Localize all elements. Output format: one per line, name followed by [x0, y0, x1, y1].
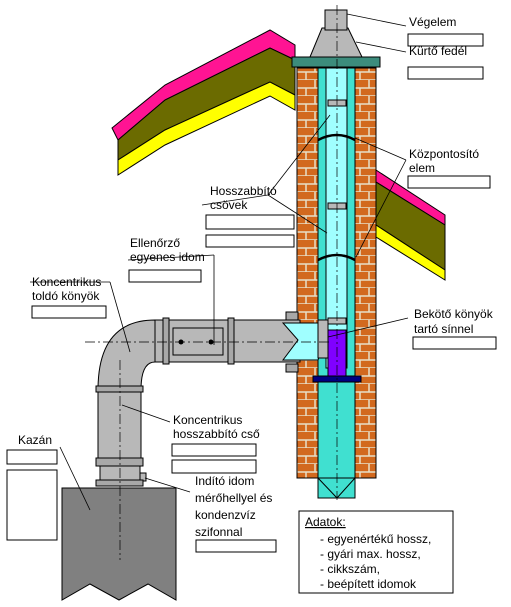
- label-hosszabbito-2: csövek: [210, 198, 248, 212]
- info-title: Adatok:: [305, 515, 346, 529]
- answer-box-konc-toldo[interactable]: [31, 305, 107, 319]
- labels: Végelem Kürtő fedél Központosító elem Ho…: [6, 15, 497, 553]
- flue-pipe-system: [95, 311, 362, 487]
- leader-lines: [30, 13, 409, 511]
- info-box: Adatok: - egyenértékű hossz, - gyári max…: [298, 510, 454, 594]
- answer-box-indito[interactable]: [195, 539, 277, 553]
- label-indito-1: Indító idom: [195, 474, 254, 488]
- roof-left: [111, 29, 296, 176]
- info-item: - cikkszám,: [320, 562, 380, 576]
- label-bekoto-1: Bekötő könyök: [414, 307, 494, 321]
- answer-box-hosszabbito-2[interactable]: [205, 234, 295, 248]
- label-hosszabbito-1: Hosszabbító: [210, 184, 277, 198]
- label-ellenorzo-1: Ellenőrző: [130, 236, 180, 250]
- answer-box-vegelem[interactable]: [407, 33, 484, 47]
- answer-box-kazan-2[interactable]: [6, 469, 58, 541]
- answer-box-kurto-fedel[interactable]: [407, 66, 484, 80]
- answer-box-bekoto[interactable]: [412, 336, 497, 350]
- chimney-cap: [291, 56, 381, 68]
- label-kazan: Kazán: [18, 433, 52, 447]
- info-item: - gyári max. hossz,: [320, 547, 421, 561]
- label-kurto-fedel: Kürtő fedél: [409, 44, 467, 58]
- label-vegelem: Végelem: [409, 15, 456, 29]
- answer-box-hosszabbito-1[interactable]: [205, 214, 295, 230]
- label-kozpontosito-1: Központosító: [409, 147, 479, 161]
- answer-box-kazan-1[interactable]: [6, 449, 58, 465]
- centerlines: [85, 5, 338, 560]
- brick-chimney: [296, 67, 377, 499]
- label-konc-hossz-1: Koncentrikus: [173, 413, 242, 427]
- info-item: - egyenértékű hossz,: [320, 532, 431, 546]
- info-item: - beépített idomok: [320, 577, 417, 591]
- label-konc-hossz-2: hosszabbító cső: [173, 427, 260, 441]
- answer-box-kozpontosito[interactable]: [407, 175, 491, 189]
- answer-box-konc-hossz-1[interactable]: [171, 443, 257, 457]
- label-konc-toldo-2: toldó könyök: [32, 289, 100, 303]
- label-indito-2: mérőhellyel és: [195, 491, 272, 505]
- label-konc-toldo-1: Koncentrikus: [32, 275, 101, 289]
- boiler: [61, 487, 177, 601]
- answer-box-konc-hossz-2[interactable]: [171, 459, 257, 474]
- label-kozpontosito-2: elem: [409, 161, 435, 175]
- label-bekoto-2: tartó sínnel: [414, 322, 473, 336]
- label-indito-3: kondenzvíz: [195, 508, 256, 522]
- label-ellenorzo-2: egyenes idom: [130, 250, 205, 264]
- terminal-cap: [309, 9, 363, 58]
- answer-box-ellenorzo[interactable]: [128, 269, 202, 283]
- label-indito-4: szifonnal: [195, 525, 242, 539]
